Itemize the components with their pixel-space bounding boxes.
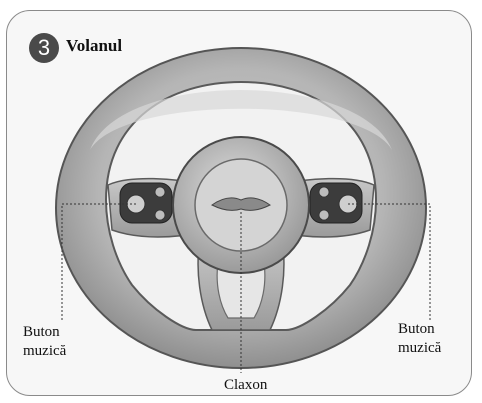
horn-label: Claxon [224,376,267,395]
brand-logo-wings [212,198,270,210]
left-label-line1: Buton [23,323,66,342]
left-small-button-top [155,187,165,197]
left-label-line2: muzică [23,342,66,361]
right-music-button-label: Buton muzică [398,320,441,358]
right-small-button-top [319,187,329,197]
left-music-button-label: Buton muzică [23,323,66,361]
left-small-button-bottom [155,210,165,220]
right-label-line1: Buton [398,320,441,339]
right-small-button-bottom [319,210,329,220]
right-label-line2: muzică [398,339,441,358]
